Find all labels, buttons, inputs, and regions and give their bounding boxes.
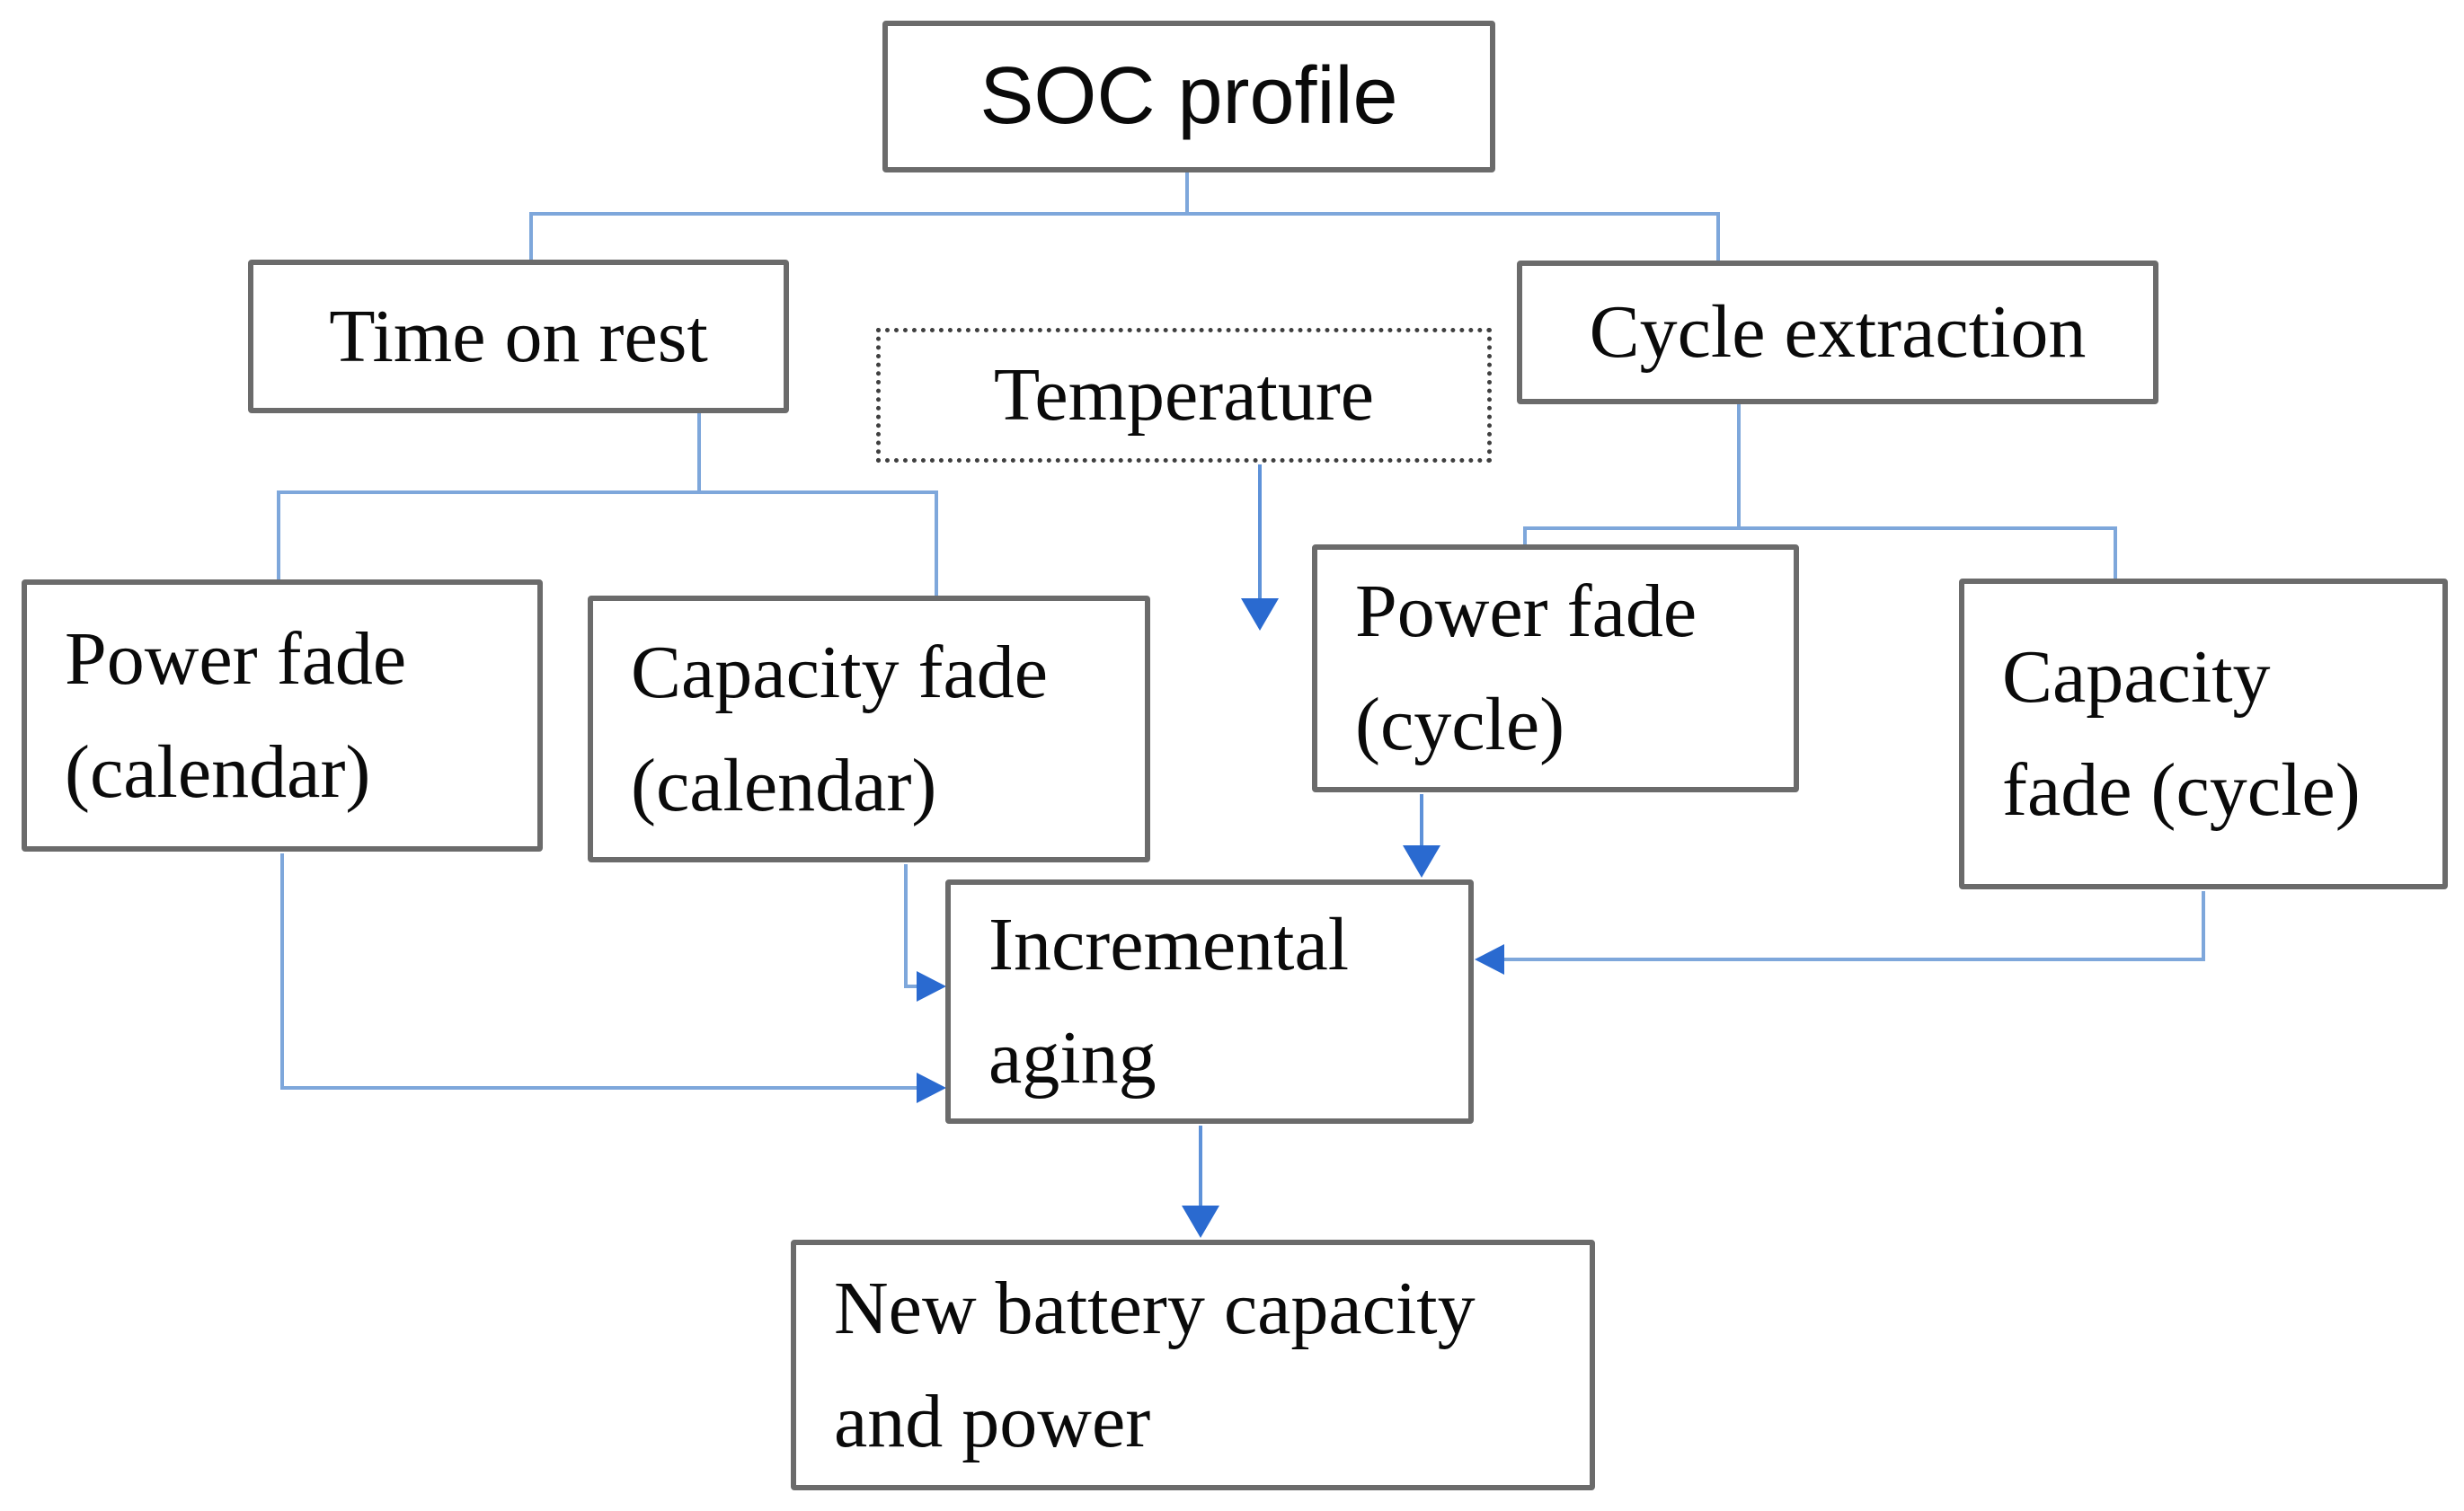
node-label-line1: Capacity bbox=[2002, 635, 2271, 719]
node-label: SOC profile bbox=[979, 51, 1398, 141]
node-cycle-extraction: Cycle extraction bbox=[1517, 261, 2158, 404]
edge-soc-to-cycle-extraction bbox=[1716, 212, 1720, 262]
edge-to-capacity-fade-cycle bbox=[2114, 526, 2117, 580]
node-label-line1: New battery capacity bbox=[834, 1266, 1476, 1350]
edge-capacity-fade-calendar-vertical bbox=[904, 864, 908, 988]
node-label-line2: aging bbox=[988, 1016, 1157, 1100]
node-label-line2: fade (cycle) bbox=[2002, 748, 2361, 832]
node-capacity-fade-calendar: Capacity fade (calendar) bbox=[588, 596, 1150, 862]
node-label: Time on rest bbox=[329, 294, 708, 378]
node-power-fade-calendar: Power fade (calendar) bbox=[22, 579, 543, 852]
node-label-line2: and power bbox=[834, 1379, 1151, 1463]
arrow-right-icon bbox=[917, 971, 946, 1002]
node-capacity-fade-cycle: Capacity fade (cycle) bbox=[1959, 579, 2448, 889]
node-label-line1: Capacity fade bbox=[631, 630, 1049, 714]
node-time-on-rest: Time on rest bbox=[248, 260, 789, 413]
edge-time-on-rest-stem bbox=[697, 413, 701, 494]
node-label-line2: (cycle) bbox=[1355, 683, 1565, 766]
arrow-down-icon bbox=[1403, 845, 1440, 878]
node-label-line1: Power fade bbox=[65, 616, 407, 701]
edge-time-on-rest-split-horizontal bbox=[277, 490, 938, 494]
edge-to-power-fade-cycle bbox=[1523, 526, 1527, 546]
node-label-line2: (calendar) bbox=[65, 729, 371, 814]
edge-temperature-shaft bbox=[1258, 464, 1262, 601]
node-label: Temperature bbox=[993, 353, 1375, 437]
node-label: Cycle extraction bbox=[1589, 290, 2087, 374]
edge-soc-split-horizontal bbox=[529, 212, 1720, 216]
edge-capacity-fade-cycle-vertical bbox=[2202, 891, 2205, 961]
arrow-down-icon bbox=[1182, 1206, 1219, 1238]
edge-capacity-fade-calendar-horizontal bbox=[904, 985, 920, 988]
node-new-battery-capacity: New battery capacity and power bbox=[791, 1240, 1595, 1490]
edge-capacity-fade-cycle-horizontal bbox=[1504, 958, 2205, 961]
arrow-down-icon bbox=[1241, 598, 1279, 631]
edge-to-capacity-fade-calendar bbox=[935, 490, 938, 597]
edge-soc-to-time-on-rest bbox=[529, 212, 533, 262]
node-label-line1: Power fade bbox=[1355, 570, 1697, 653]
node-power-fade-cycle: Power fade (cycle) bbox=[1312, 544, 1799, 792]
edge-to-power-fade-calendar bbox=[277, 490, 280, 581]
edge-incremental-aging-shaft bbox=[1199, 1126, 1202, 1208]
edge-cycle-split-horizontal bbox=[1523, 526, 2117, 530]
edge-cycle-extraction-stem bbox=[1737, 404, 1741, 530]
node-temperature: Temperature bbox=[876, 328, 1492, 463]
edge-power-fade-cycle-shaft bbox=[1420, 794, 1423, 848]
node-soc-profile: SOC profile bbox=[882, 21, 1495, 172]
arrow-left-icon bbox=[1475, 944, 1504, 975]
arrow-right-icon bbox=[917, 1073, 946, 1103]
node-label-line2: (calendar) bbox=[631, 743, 937, 827]
node-incremental-aging: Incremental aging bbox=[945, 879, 1474, 1124]
edge-soc-stem bbox=[1185, 172, 1189, 216]
edge-power-fade-calendar-vertical bbox=[280, 853, 284, 1090]
edge-power-fade-calendar-horizontal bbox=[280, 1086, 918, 1090]
node-label-line1: Incremental bbox=[988, 903, 1350, 986]
